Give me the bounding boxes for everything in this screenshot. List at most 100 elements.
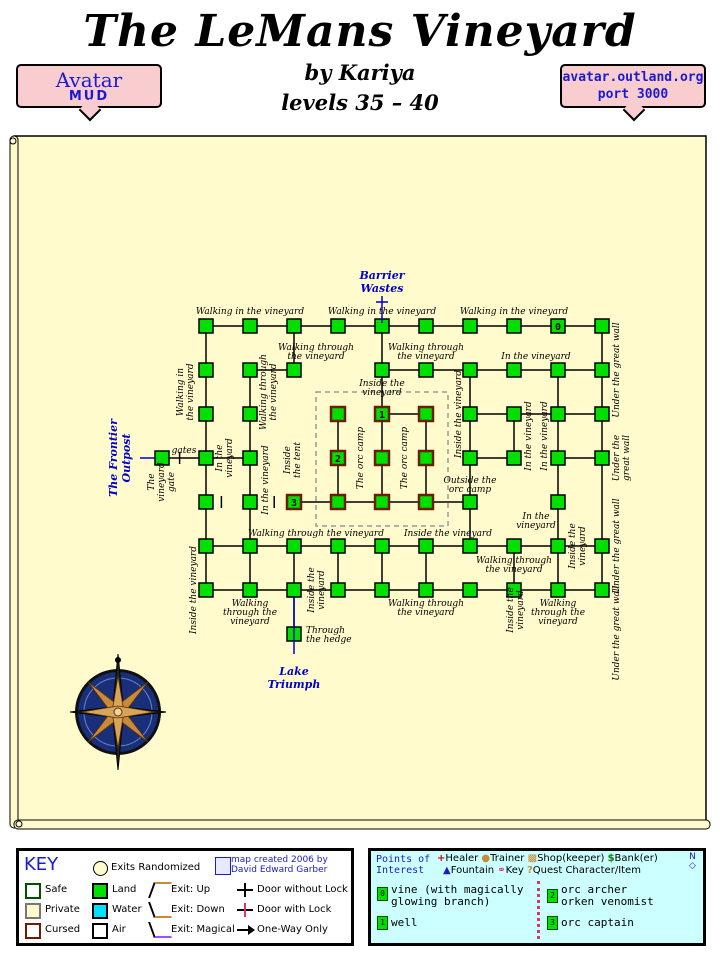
compass-rose	[69, 653, 167, 771]
cursed-room-square-22	[373, 405, 391, 423]
land-room-square-16	[506, 362, 522, 378]
land-room-square-60	[418, 582, 434, 598]
room-47	[286, 538, 302, 554]
room-27	[594, 406, 610, 422]
room-number-1: 1	[379, 410, 385, 421]
land-swatch	[92, 883, 108, 899]
key-credit-line-1: map created 2006 by	[231, 855, 328, 865]
vineyard-gate-label-2: vineyard	[157, 462, 167, 502]
key-exit-up: Exit: Up	[171, 884, 211, 895]
label-walking-through-v2: the vineyard	[269, 363, 279, 420]
label-in-the-v-a1: In the	[215, 445, 225, 473]
key-air: Air	[112, 924, 126, 935]
land-room-square-15	[462, 362, 478, 378]
barrier-wastes-label-2: Wastes	[361, 282, 404, 295]
label-inside-center-1: Inside the	[358, 379, 405, 389]
land-room-square-29	[242, 450, 258, 466]
label-in-the-v-b1: In the	[522, 512, 550, 522]
poi-title-line-1: Points of	[376, 854, 431, 865]
label-in-the-v-a2: vineyard	[225, 438, 235, 478]
key-water: Water	[112, 904, 142, 915]
room-16	[506, 362, 522, 378]
healer-icon: +	[437, 853, 446, 864]
poi-2-text: orc archer orken venomist	[561, 884, 654, 908]
land-room-square-55	[198, 582, 214, 598]
room-62	[506, 582, 522, 598]
land-room-square-43	[198, 494, 214, 510]
key-cursed: Cursed	[45, 924, 81, 935]
label-orc-camp-2: The orc camp	[400, 427, 410, 490]
room-31	[373, 449, 391, 467]
room-48	[330, 538, 346, 554]
lake-triumph-label-2: Triumph	[268, 678, 321, 691]
land-room-square-42	[550, 494, 566, 510]
land-room-square-46	[242, 538, 258, 554]
label-in-vineyard-top: In the vineyard	[500, 352, 571, 362]
key-exits-randomized: Exits Randomized	[111, 862, 201, 873]
label-walking-through-d1: Walking	[232, 599, 269, 609]
land-room-square-18	[594, 362, 610, 378]
land-room-square-56	[242, 582, 258, 598]
poi-0-badge: 0	[377, 887, 388, 901]
key-safe: Safe	[45, 884, 68, 895]
room-12	[286, 362, 302, 378]
land-room-square-33	[462, 450, 478, 466]
barrier-wastes-label-1: Barrier	[359, 269, 406, 282]
cursed-room-square-40	[417, 493, 435, 511]
room-11	[242, 362, 258, 378]
land-room-square-50	[418, 538, 434, 554]
land-room-square-1	[242, 318, 258, 334]
room-56	[242, 582, 258, 598]
land-room-square-14	[418, 362, 434, 378]
room-42	[550, 494, 566, 510]
land-room-square-10	[198, 362, 214, 378]
room-36	[594, 450, 610, 466]
cursed-room-square-23	[417, 405, 435, 423]
land-room-square-41	[462, 494, 478, 510]
room-35	[550, 450, 566, 466]
label-in-the-vineyard-v: In the vineyard	[261, 445, 271, 516]
poi-1-badge: 1	[377, 916, 388, 930]
room-25	[506, 406, 522, 422]
label-walking-through-c1: Walking through	[476, 556, 552, 566]
room-7	[506, 318, 522, 334]
label-under-wall-1: Under the great wall	[612, 322, 622, 417]
room-43	[198, 494, 214, 510]
poi-legend-row-1: +Healer ●Trainer ▩Shop(keeper) $Bank(er)	[437, 853, 658, 864]
poi-title: Points of Interest	[376, 854, 430, 876]
label-inside-the-v-r1: Inside the	[568, 523, 578, 570]
land-room-square-20	[242, 406, 258, 422]
room-3	[330, 318, 346, 334]
safe-swatch	[25, 883, 41, 899]
room-number-3: 3	[291, 498, 297, 509]
room-53	[594, 538, 610, 554]
label-in-the-vineyard-v3: In the vineyard	[540, 401, 550, 472]
land-room-square-48	[330, 538, 346, 554]
land-room-square-8	[550, 318, 566, 334]
land-room-square-59	[374, 582, 390, 598]
room-20	[242, 406, 258, 422]
label-walking-through-f2: through the	[531, 608, 585, 618]
room-51	[462, 538, 478, 554]
land-room-square-26	[550, 406, 566, 422]
compass-center	[113, 707, 123, 717]
label-outside-orc-1: Outside the	[444, 476, 497, 486]
vineyard-gate-label-3: gate	[167, 472, 177, 492]
label-inside-tent-2: the tent	[293, 442, 303, 478]
key-door-lock: Door with Lock	[257, 904, 332, 915]
room-9	[594, 318, 610, 334]
label-walking-in-2: Walking in the vineyard	[328, 307, 436, 317]
room-22: 1	[373, 405, 391, 423]
room-14	[418, 362, 434, 378]
label-walking-through-b1: Walking through	[388, 343, 464, 353]
frontier-label-1: The Frontier	[107, 418, 120, 497]
room-46	[242, 538, 258, 554]
label-walking-through-v1: Walking through	[259, 354, 269, 430]
key-credit: map created 2006 by David Edward Garber	[231, 855, 328, 875]
land-room-square-19	[198, 406, 214, 422]
room-21	[329, 405, 347, 423]
author-line: by Kariya	[304, 60, 416, 85]
room-5	[418, 318, 434, 334]
poi-3-badge: 3	[547, 916, 558, 930]
